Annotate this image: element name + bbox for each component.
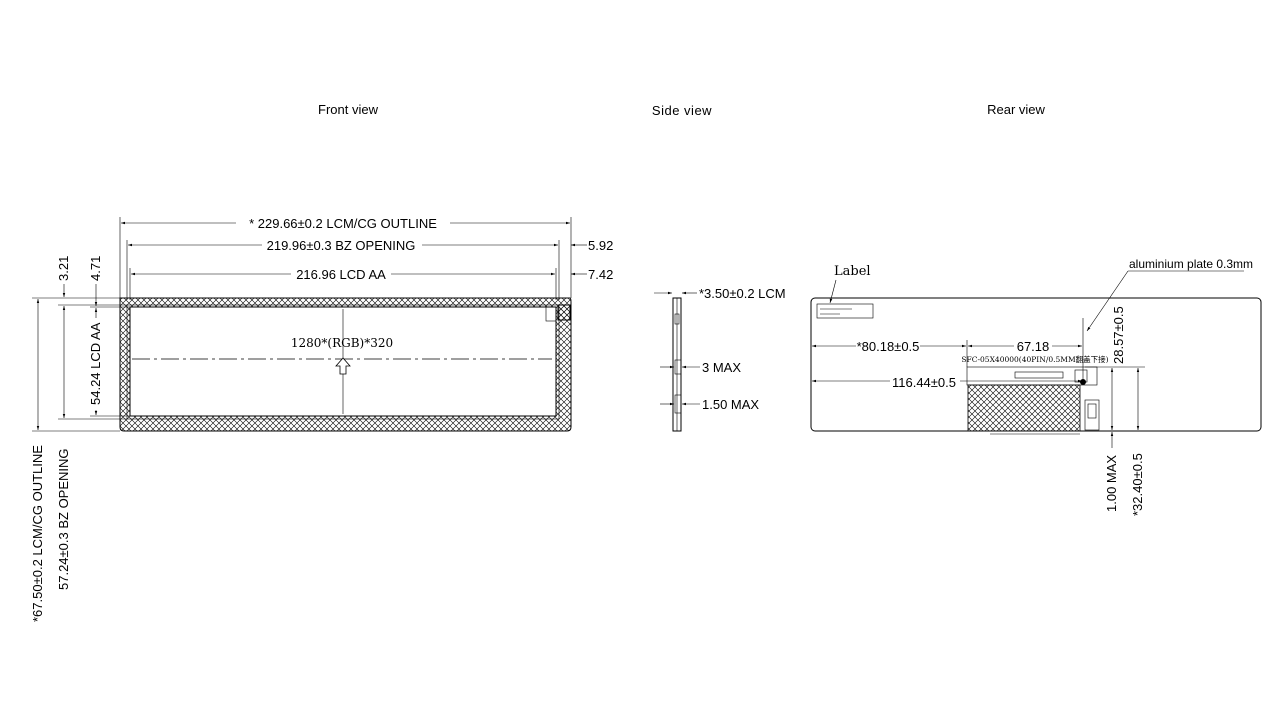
dim-80-18: *80.18±0.5 [857,339,920,354]
front-lcd-aa [129,306,557,417]
dim-right-5-92: 5.92 [588,238,613,253]
dim-bz-height: 57.24±0.3 BZ OPENING [56,448,71,590]
side-view: *3.50±0.2 LCM 3 MAX 1.50 MAX [654,286,786,432]
dim-28-57: 28.57±0.5 [1111,306,1126,364]
dim-bz-width: 219.96±0.3 BZ OPENING [267,238,416,253]
front-corner-block [557,304,571,321]
dim-outline-height: *67.50±0.2 LCM/CG OUTLINE [30,445,45,622]
rear-label-sticker [816,303,874,319]
dim-outline-width: * 229.66±0.2 LCM/CG OUTLINE [249,216,437,231]
side-view-title: Side view [652,103,712,118]
rear-fpc-text: SFC-05X40000(40PIN/0.5MM翻盖下接) [961,354,1108,364]
dim-67-18: 67.18 [1017,339,1050,354]
dim-lcm-thickness: *3.50±0.2 LCM [699,286,786,301]
rear-label-callout: Label [834,264,871,279]
front-view: 1280*(RGB)*320 * 229.66±0.2 LCM/CG OUTLI… [30,216,613,622]
dim-top-3-21: 3.21 [56,256,71,281]
dim-aa-height: 54.24 LCD AA [88,322,103,405]
front-corner-square [545,306,557,322]
front-resolution: 1280*(RGB)*320 [291,336,393,350]
dim-32-40: *32.40±0.5 [1130,453,1145,516]
dim-right-7-42: 7.42 [588,267,613,282]
front-bz-opening [126,304,560,420]
front-view-title: Front view [318,102,379,117]
rear-fpc-hatch [967,384,1081,432]
rear-view: Label aluminium plate 0.3mm SFC-05X40000… [810,257,1262,516]
dim-aa-width: 216.96 LCD AA [296,267,386,282]
rear-view-title: Rear view [987,102,1045,117]
front-up-arrow-icon [335,357,351,375]
dim-1-00-max: 1.00 MAX [1104,455,1119,512]
dim-1-50-max: 1.50 MAX [702,397,759,412]
dim-top-4-71: 4.71 [88,256,103,281]
dim-3-max: 3 MAX [702,360,741,375]
dim-116-44: 116.44±0.5 [892,375,956,390]
rear-plate-callout: aluminium plate 0.3mm [1129,257,1253,271]
